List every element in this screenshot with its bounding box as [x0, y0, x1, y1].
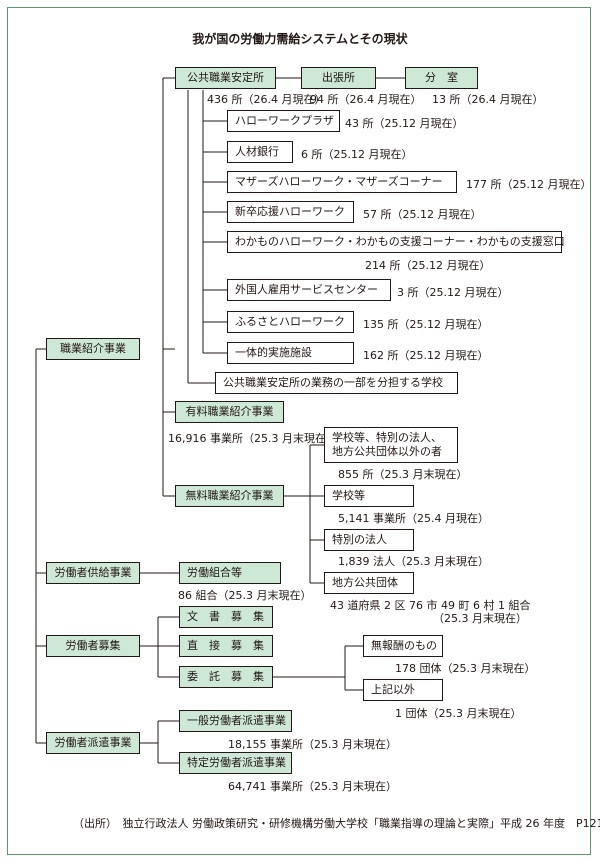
box-muryo-shokai: 無料職業紹介事業 [175, 485, 284, 507]
box-wakamono-hw: わかものハローワーク・わかもの支援コーナー・わかもの支援窓口 [227, 231, 565, 253]
box-rodosha-kyokyu: 労働者供給事業 [46, 562, 140, 584]
box-muhoshu: 無報酬のもの [363, 635, 443, 657]
box-yuryo-shokai: 有料職業紹介事業 [175, 401, 284, 423]
box-rodosha-boshu: 労働者募集 [46, 635, 140, 657]
box-tokubetsu-hojin: 特別の法人 [324, 529, 414, 551]
source-note: （出所） 独立行政法人 労働政策研究・研修機構労働大学校「職業指導の理論と実際」… [73, 817, 600, 830]
box-bunsho-boshu: 文 書 募 集 [179, 606, 273, 628]
box-chiho-kokyo-dantai: 地方公共団体 [324, 572, 414, 594]
count-ankyo: 436 所（26.4 月現在） [207, 93, 326, 106]
count-tokutei-haken: 64,741 事業所（25.3 月末現在） [228, 780, 397, 793]
box-gakkotou: 学校等 [324, 485, 414, 507]
box-itaku-boshu: 委 託 募 集 [179, 666, 273, 688]
gakkotou-igai-line-1: 学校等、特別の法人、 [332, 431, 442, 444]
gakkotou-igai-line-2: 地方公共団体以外の者 [332, 445, 442, 459]
count-rodo-kumiai: 86 組合（25.3 月末現在） [178, 589, 312, 602]
outer-frame [7, 7, 591, 855]
count-yuryo-shokai: 16,916 事業所（25.3 月末現在） [168, 432, 337, 445]
box-shucho: 出張所 [301, 67, 376, 89]
count-chiho-line-2: （25.3 月末現在） [433, 612, 527, 625]
box-koukyou-ankyo: 公共職業安定所 [175, 67, 276, 89]
box-gaikokujin-center: 外国人雇用サービスセンター [227, 279, 391, 301]
box-gakko-bunsho: 公共職業安定所の業務の一部を分担する学校 [215, 372, 458, 394]
box-shinsotsu-hw: 新卒応援ハローワーク [227, 201, 354, 223]
box-bunshitsu: 分 室 [405, 67, 478, 89]
box-furusato-hw: ふるさとハローワーク [227, 311, 354, 333]
count-joki-igai: 1 団体（25.3 月末現在） [395, 707, 522, 720]
box-hw-plaza: ハローワークプラザ [227, 110, 340, 132]
count-tokubetsu-hojin: 1,839 法人（25.3 月末現在） [338, 555, 489, 568]
count-jinzai-ginko: 6 所（25.12 月現在） [301, 148, 413, 161]
box-gakkotou-igai: 学校等、特別の法人、 地方公共団体以外の者 [324, 427, 458, 463]
count-shucho: 94 所（26.4 月現在） [310, 93, 422, 106]
box-jinzai-ginko: 人材銀行 [227, 141, 293, 163]
box-ippan-haken: 一般労働者派遣事業 [179, 710, 292, 732]
box-ittaiteki-jisshi: 一体的実施施設 [227, 342, 354, 364]
count-gakkotou: 5,141 事業所（25.4 月現在） [338, 512, 489, 525]
box-tokutei-haken: 特定労働者派遣事業 [179, 752, 292, 774]
count-ittaiteki-jisshi: 162 所（25.12 月現在） [363, 349, 489, 362]
count-muhoshu: 178 団体（25.3 月末現在） [395, 662, 536, 675]
count-gaikokujin-center: 3 所（25.12 月現在） [397, 286, 509, 299]
count-furusato-hw: 135 所（25.12 月現在） [363, 318, 489, 331]
count-mothers-hw: 177 所（25.12 月現在） [466, 178, 592, 191]
count-chiho-line-1: 43 道府県 2 区 76 市 49 町 6 村 1 組合 [330, 599, 531, 612]
box-joki-igai: 上記以外 [363, 679, 443, 701]
count-ippan-haken: 18,155 事業所（25.3 月末現在） [228, 738, 397, 751]
count-bunshitsu: 13 所（26.4 月現在） [432, 93, 544, 106]
box-mothers-hw: マザーズハローワーク・マザーズコーナー [227, 171, 457, 193]
count-gakkotou-igai: 855 所（25.3 月末現在） [338, 468, 468, 481]
count-hw-plaza: 43 所（25.12 月現在） [345, 117, 464, 130]
count-wakamono-hw: 214 所（25.12 月現在） [365, 259, 491, 272]
box-chokusetsu-boshu: 直 接 募 集 [179, 635, 273, 657]
box-shokugyo-shokai: 職業紹介事業 [46, 338, 140, 360]
box-rodo-kumiai: 労働組合等 [179, 562, 281, 584]
count-shinsotsu-hw: 57 所（25.12 月現在） [363, 208, 482, 221]
box-rodosha-haken: 労働者派遣事業 [46, 732, 140, 754]
diagram-title: 我が国の労働力需給システムとその現状 [192, 32, 408, 46]
